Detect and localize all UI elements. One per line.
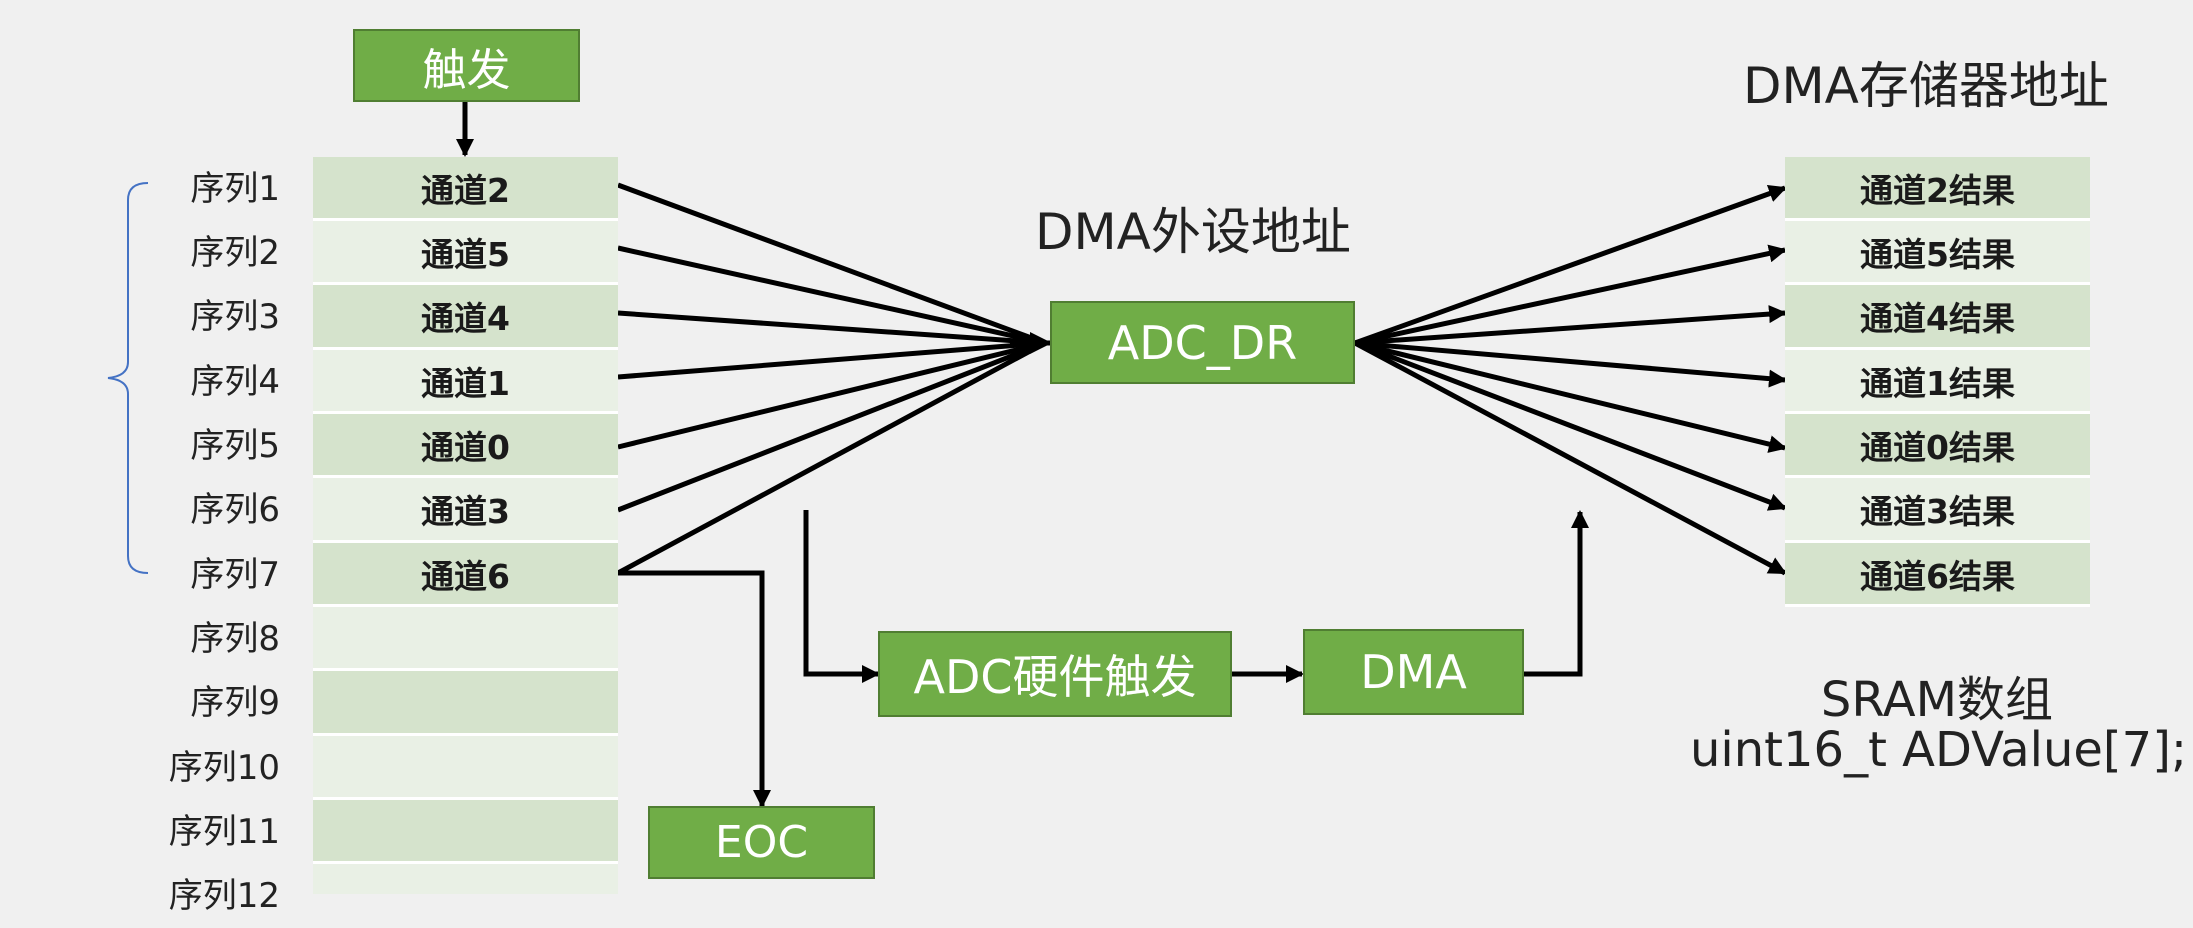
sequence-label: 序列8 bbox=[190, 619, 280, 659]
sequence-label: 序列9 bbox=[190, 683, 280, 723]
channel-cell bbox=[313, 864, 618, 894]
result-cell: 通道6结果 bbox=[1785, 543, 2090, 607]
channel-cell bbox=[313, 800, 618, 864]
sram-title: SRAM数组 bbox=[1820, 672, 2054, 728]
peripheral-address-label: DMA外设地址 bbox=[1035, 203, 1351, 261]
sequence-label: 序列5 bbox=[190, 426, 280, 466]
dma-label: DMA bbox=[1360, 645, 1467, 699]
sequence-label: 序列3 bbox=[190, 297, 280, 337]
sequence-label: 序列6 bbox=[190, 490, 280, 530]
adc-dr-label: ADC_DR bbox=[1107, 315, 1298, 370]
trigger-box: 触发 bbox=[353, 29, 580, 102]
channel-cell bbox=[313, 736, 618, 800]
fan-out-lines bbox=[1353, 184, 1787, 576]
channel-cell: 通道3 bbox=[313, 478, 618, 543]
sequence-label: 序列11 bbox=[168, 812, 280, 852]
result-cell: 通道3结果 bbox=[1785, 478, 2090, 543]
channel-cell: 通道1 bbox=[313, 350, 618, 414]
channel-cell: 通道5 bbox=[313, 221, 618, 285]
dma-up-connector bbox=[1524, 510, 1589, 677]
channel-cell: 通道2 bbox=[313, 157, 618, 221]
channel-cell: 通道6 bbox=[313, 543, 618, 607]
adc-hw-trigger-label: ADC硬件触发 bbox=[913, 650, 1197, 704]
eoc-label: EOC bbox=[714, 817, 809, 868]
trigger-label: 触发 bbox=[422, 44, 511, 96]
dma-box: DMA bbox=[1303, 629, 1524, 715]
fan-in-lines bbox=[616, 182, 1047, 576]
eoc-box: EOC bbox=[648, 806, 875, 879]
adc-hw-trigger-box: ADC硬件触发 bbox=[878, 631, 1232, 717]
sequence-label: 序列2 bbox=[190, 233, 280, 273]
result-cell: 通道2结果 bbox=[1785, 157, 2090, 221]
memory-address-label: DMA存储器地址 bbox=[1743, 57, 2109, 115]
channel-cell bbox=[313, 671, 618, 736]
sram-declaration: uint16_t ADValue[7]; bbox=[1690, 722, 2188, 778]
channel-cell: 通道4 bbox=[313, 285, 618, 350]
adc-dr-box: ADC_DR bbox=[1050, 301, 1355, 384]
sequence-label: 序列7 bbox=[190, 555, 280, 595]
connector-layer bbox=[107, 102, 1787, 808]
sequence-label: 序列12 bbox=[168, 876, 280, 916]
result-cell: 通道5结果 bbox=[1785, 221, 2090, 285]
sequence-label: 序列4 bbox=[190, 362, 280, 402]
result-cell: 通道0结果 bbox=[1785, 414, 2090, 478]
channel-cell: 通道0 bbox=[313, 414, 618, 478]
channel-cell bbox=[313, 607, 618, 671]
eoc-connector bbox=[618, 570, 771, 808]
adc-hw-trigger-connector bbox=[803, 510, 880, 683]
sequence-bracket bbox=[107, 182, 149, 574]
sequence-label: 序列1 bbox=[190, 169, 280, 209]
result-cell: 通道4结果 bbox=[1785, 285, 2090, 350]
result-cell: 通道1结果 bbox=[1785, 350, 2090, 414]
sequence-label: 序列10 bbox=[168, 748, 280, 788]
